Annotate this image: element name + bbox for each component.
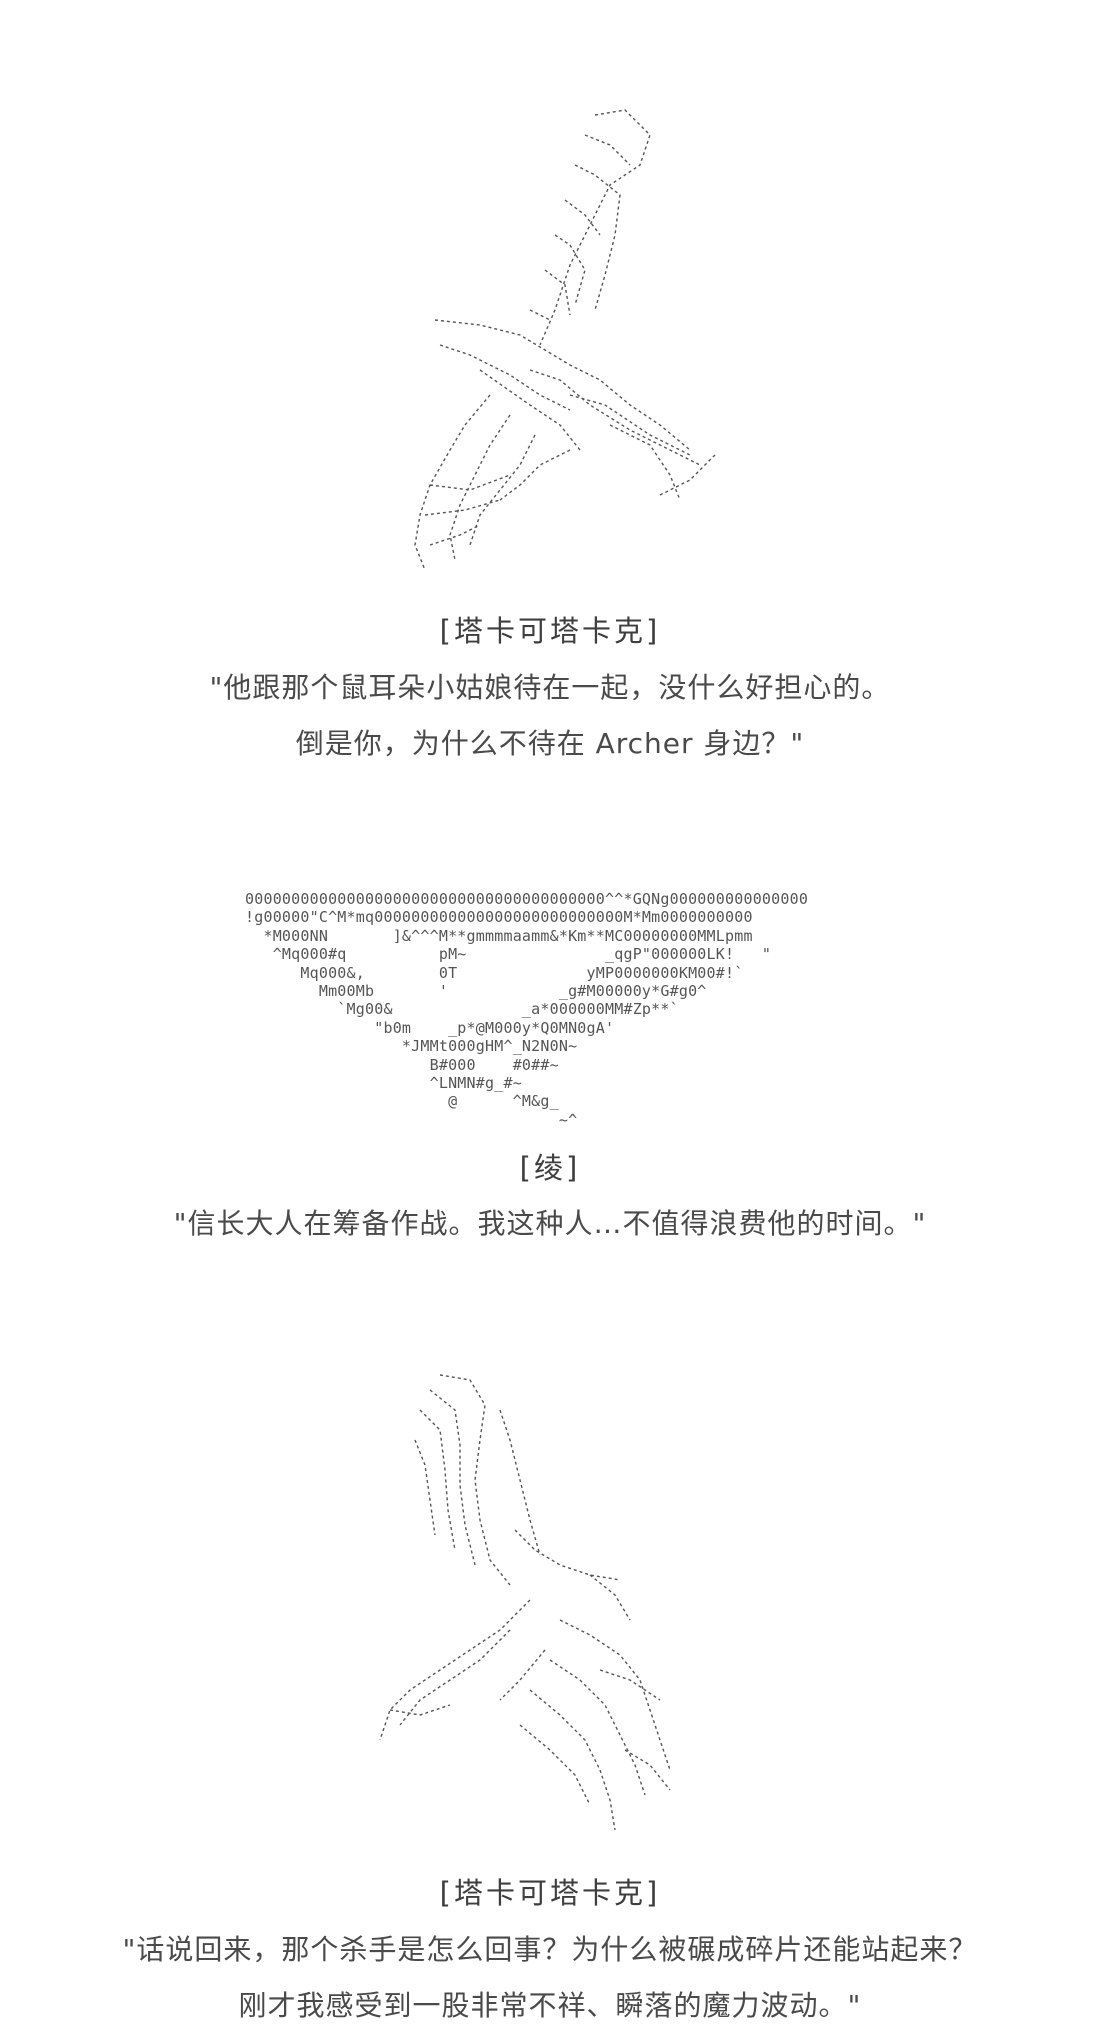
eagle-drawing-top: [414, 109, 716, 571]
eagle-ascii-art-bottom: [0, 1370, 1100, 1840]
ascii-art-block: 000000000000000000000000000000000000000^…: [245, 890, 845, 1129]
speaker-name: [绫]: [519, 1151, 581, 1185]
eagle-ascii-art-top: [0, 105, 1100, 585]
dialogue-line: 刚才我感受到一股非常不祥、瞬落的魔力波动。": [238, 1989, 862, 2022]
speaker-name: [塔卡可塔卡克]: [439, 614, 661, 648]
ascii-art-text: 000000000000000000000000000000000000000^…: [245, 890, 809, 1129]
speaker-name: [塔卡可塔卡克]: [439, 1876, 661, 1910]
dialogue-line: "他跟那个鼠耳朵小姑娘待在一起，没什么好担心的。: [209, 671, 891, 704]
dialogue-line: "信长大人在筹备作战。我这种人…不值得浪费他的时间。": [173, 1207, 927, 1240]
dialogue-line: "话说回来，那个杀手是怎么回事？为什么被碾成碎片还能站起来？: [122, 1933, 978, 1966]
eagle-drawing-bottom: [379, 1374, 671, 1831]
dialogue-line: 倒是你，为什么不待在 Archer 身边？": [295, 727, 805, 760]
